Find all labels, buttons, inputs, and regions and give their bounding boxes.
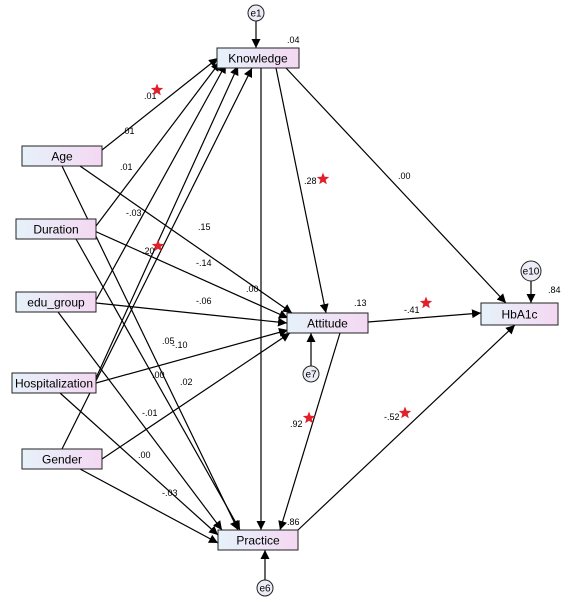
node-box-hosp bbox=[11, 372, 97, 394]
coef-age-to-practice: .01 bbox=[120, 162, 133, 172]
node-attitude: Attitude bbox=[286, 312, 369, 334]
coef-knowledge-to-practice: .00 bbox=[246, 284, 259, 294]
node-box-hba1c bbox=[480, 302, 559, 326]
r-squared-attitude: .13 bbox=[354, 298, 367, 308]
node-knowledge: Knowledge bbox=[216, 47, 300, 69]
error-label-e1: e1 bbox=[250, 9, 262, 20]
coef-age-to-knowledge: .01 bbox=[144, 91, 157, 101]
coef-age-to-attitude: .15 bbox=[198, 222, 211, 232]
coef-edu-to-practice: -.01 bbox=[142, 408, 158, 418]
node-label-gender: Gender bbox=[42, 453, 82, 467]
path-duration-to-knowledge bbox=[95, 61, 221, 227]
node-label-practice: Practice bbox=[236, 534, 280, 548]
path-practice-to-hba1c bbox=[297, 324, 516, 531]
coef-knowledge-to-hba1c: .00 bbox=[398, 171, 411, 181]
path-attitude-to-hba1c bbox=[367, 309, 482, 323]
coef-duration-to-practice: .00 bbox=[152, 370, 165, 380]
node-duration: Duration bbox=[15, 218, 97, 240]
path-hosp-to-practice bbox=[59, 392, 219, 536]
path-edu-to-knowledge bbox=[95, 63, 227, 301]
error-term-e7 bbox=[302, 365, 320, 383]
coef-duration-to-attitude: -.14 bbox=[196, 258, 212, 268]
node-box-practice bbox=[217, 529, 299, 551]
r-squared-knowledge: .04 bbox=[287, 35, 300, 45]
path-hosp-to-attitude bbox=[95, 328, 289, 384]
node-hba1c: HbA1c bbox=[480, 302, 559, 326]
path-duration-to-attitude bbox=[89, 228, 289, 319]
coef-hosp-to-knowledge: .20 bbox=[142, 246, 155, 256]
node-label-hba1c: HbA1c bbox=[501, 308, 537, 322]
node-practice: Practice bbox=[217, 529, 299, 551]
path-hosp-to-knowledge bbox=[95, 65, 239, 379]
coef-edu-to-attitude: -.06 bbox=[196, 296, 212, 306]
coef-hosp-to-practice: .00 bbox=[138, 450, 151, 460]
error-term-e6 bbox=[256, 579, 274, 597]
path-edu-to-practice bbox=[57, 311, 223, 531]
path-age-to-attitude bbox=[79, 165, 293, 314]
node-box-age bbox=[21, 145, 103, 167]
significance-star-icon bbox=[150, 83, 164, 96]
node-label-edu: edu_group bbox=[27, 296, 85, 310]
coef-hosp-to-attitude: -.10 bbox=[172, 340, 188, 350]
coef-knowledge-to-attitude: .28 bbox=[304, 176, 317, 186]
coef-gender-to-practice: -.03 bbox=[162, 488, 178, 498]
error-label-e6: e6 bbox=[259, 584, 271, 595]
r-squared-hba1c: .84 bbox=[548, 285, 561, 295]
node-box-edu bbox=[15, 291, 97, 313]
error-label-e7: e7 bbox=[305, 370, 317, 381]
coef-practice-to-hba1c: -.52 bbox=[384, 412, 400, 422]
node-edu: edu_group bbox=[15, 291, 97, 313]
r-squared-practice: .86 bbox=[287, 517, 300, 527]
coef-duration-to-knowledge: .01 bbox=[122, 126, 135, 136]
node-label-duration: Duration bbox=[33, 223, 78, 237]
node-hosp: Hospitalization bbox=[11, 372, 97, 394]
significance-star-icon bbox=[316, 172, 330, 185]
node-label-age: Age bbox=[51, 150, 73, 164]
significance-star-icon bbox=[151, 239, 165, 252]
node-age: Age bbox=[21, 145, 103, 167]
path-edu-to-attitude bbox=[95, 302, 288, 327]
error-term-e10 bbox=[520, 260, 542, 282]
node-label-hosp: Hospitalization bbox=[15, 377, 93, 391]
error-label-e10: e10 bbox=[523, 267, 540, 278]
path-gender-to-practice bbox=[79, 468, 219, 544]
significance-star-icon bbox=[419, 296, 433, 309]
path-age-to-knowledge bbox=[101, 57, 219, 151]
coef-attitude-to-hba1c: -.41 bbox=[404, 305, 420, 315]
significance-star-icon bbox=[398, 406, 412, 419]
coef-gender-to-knowledge: .05 bbox=[162, 336, 175, 346]
node-box-knowledge bbox=[216, 47, 300, 69]
node-label-knowledge: Knowledge bbox=[228, 52, 288, 66]
node-label-attitude: Attitude bbox=[307, 317, 348, 331]
node-box-duration bbox=[15, 218, 97, 240]
coef-attitude-to-practice: .92 bbox=[290, 419, 303, 429]
path-attitude-to-practice bbox=[278, 332, 341, 531]
node-box-attitude bbox=[286, 312, 369, 334]
node-gender: Gender bbox=[21, 448, 103, 470]
path-gender-to-attitude bbox=[101, 332, 291, 460]
path-knowledge-to-hba1c bbox=[285, 67, 507, 304]
path-duration-to-practice bbox=[75, 238, 241, 531]
error-term-e1 bbox=[247, 4, 265, 22]
coef-gender-to-attitude: .02 bbox=[180, 377, 193, 387]
node-box-gender bbox=[21, 448, 103, 470]
coef-edu-to-knowledge: -.03 bbox=[126, 208, 142, 218]
significance-star-icon bbox=[302, 411, 316, 424]
path-knowledge-to-attitude bbox=[275, 67, 329, 314]
